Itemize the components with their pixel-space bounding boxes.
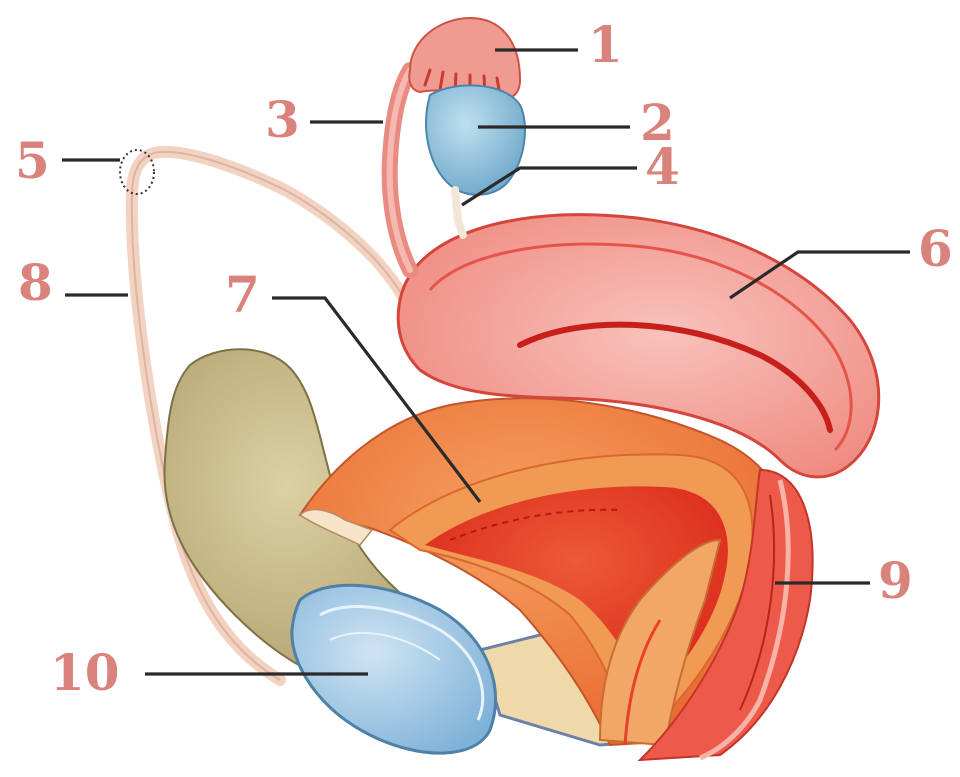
label-6: 6	[918, 219, 953, 278]
label-4: 4	[645, 137, 680, 196]
ovarian-ligament	[455, 190, 463, 235]
ovary	[426, 85, 525, 194]
label-8: 8	[18, 253, 53, 312]
label-3: 3	[265, 90, 300, 149]
label-5: 5	[15, 131, 50, 190]
label-1: 1	[588, 15, 623, 74]
label-7: 7	[225, 265, 260, 324]
label-10: 10	[50, 643, 120, 702]
label-9: 9	[878, 551, 913, 610]
